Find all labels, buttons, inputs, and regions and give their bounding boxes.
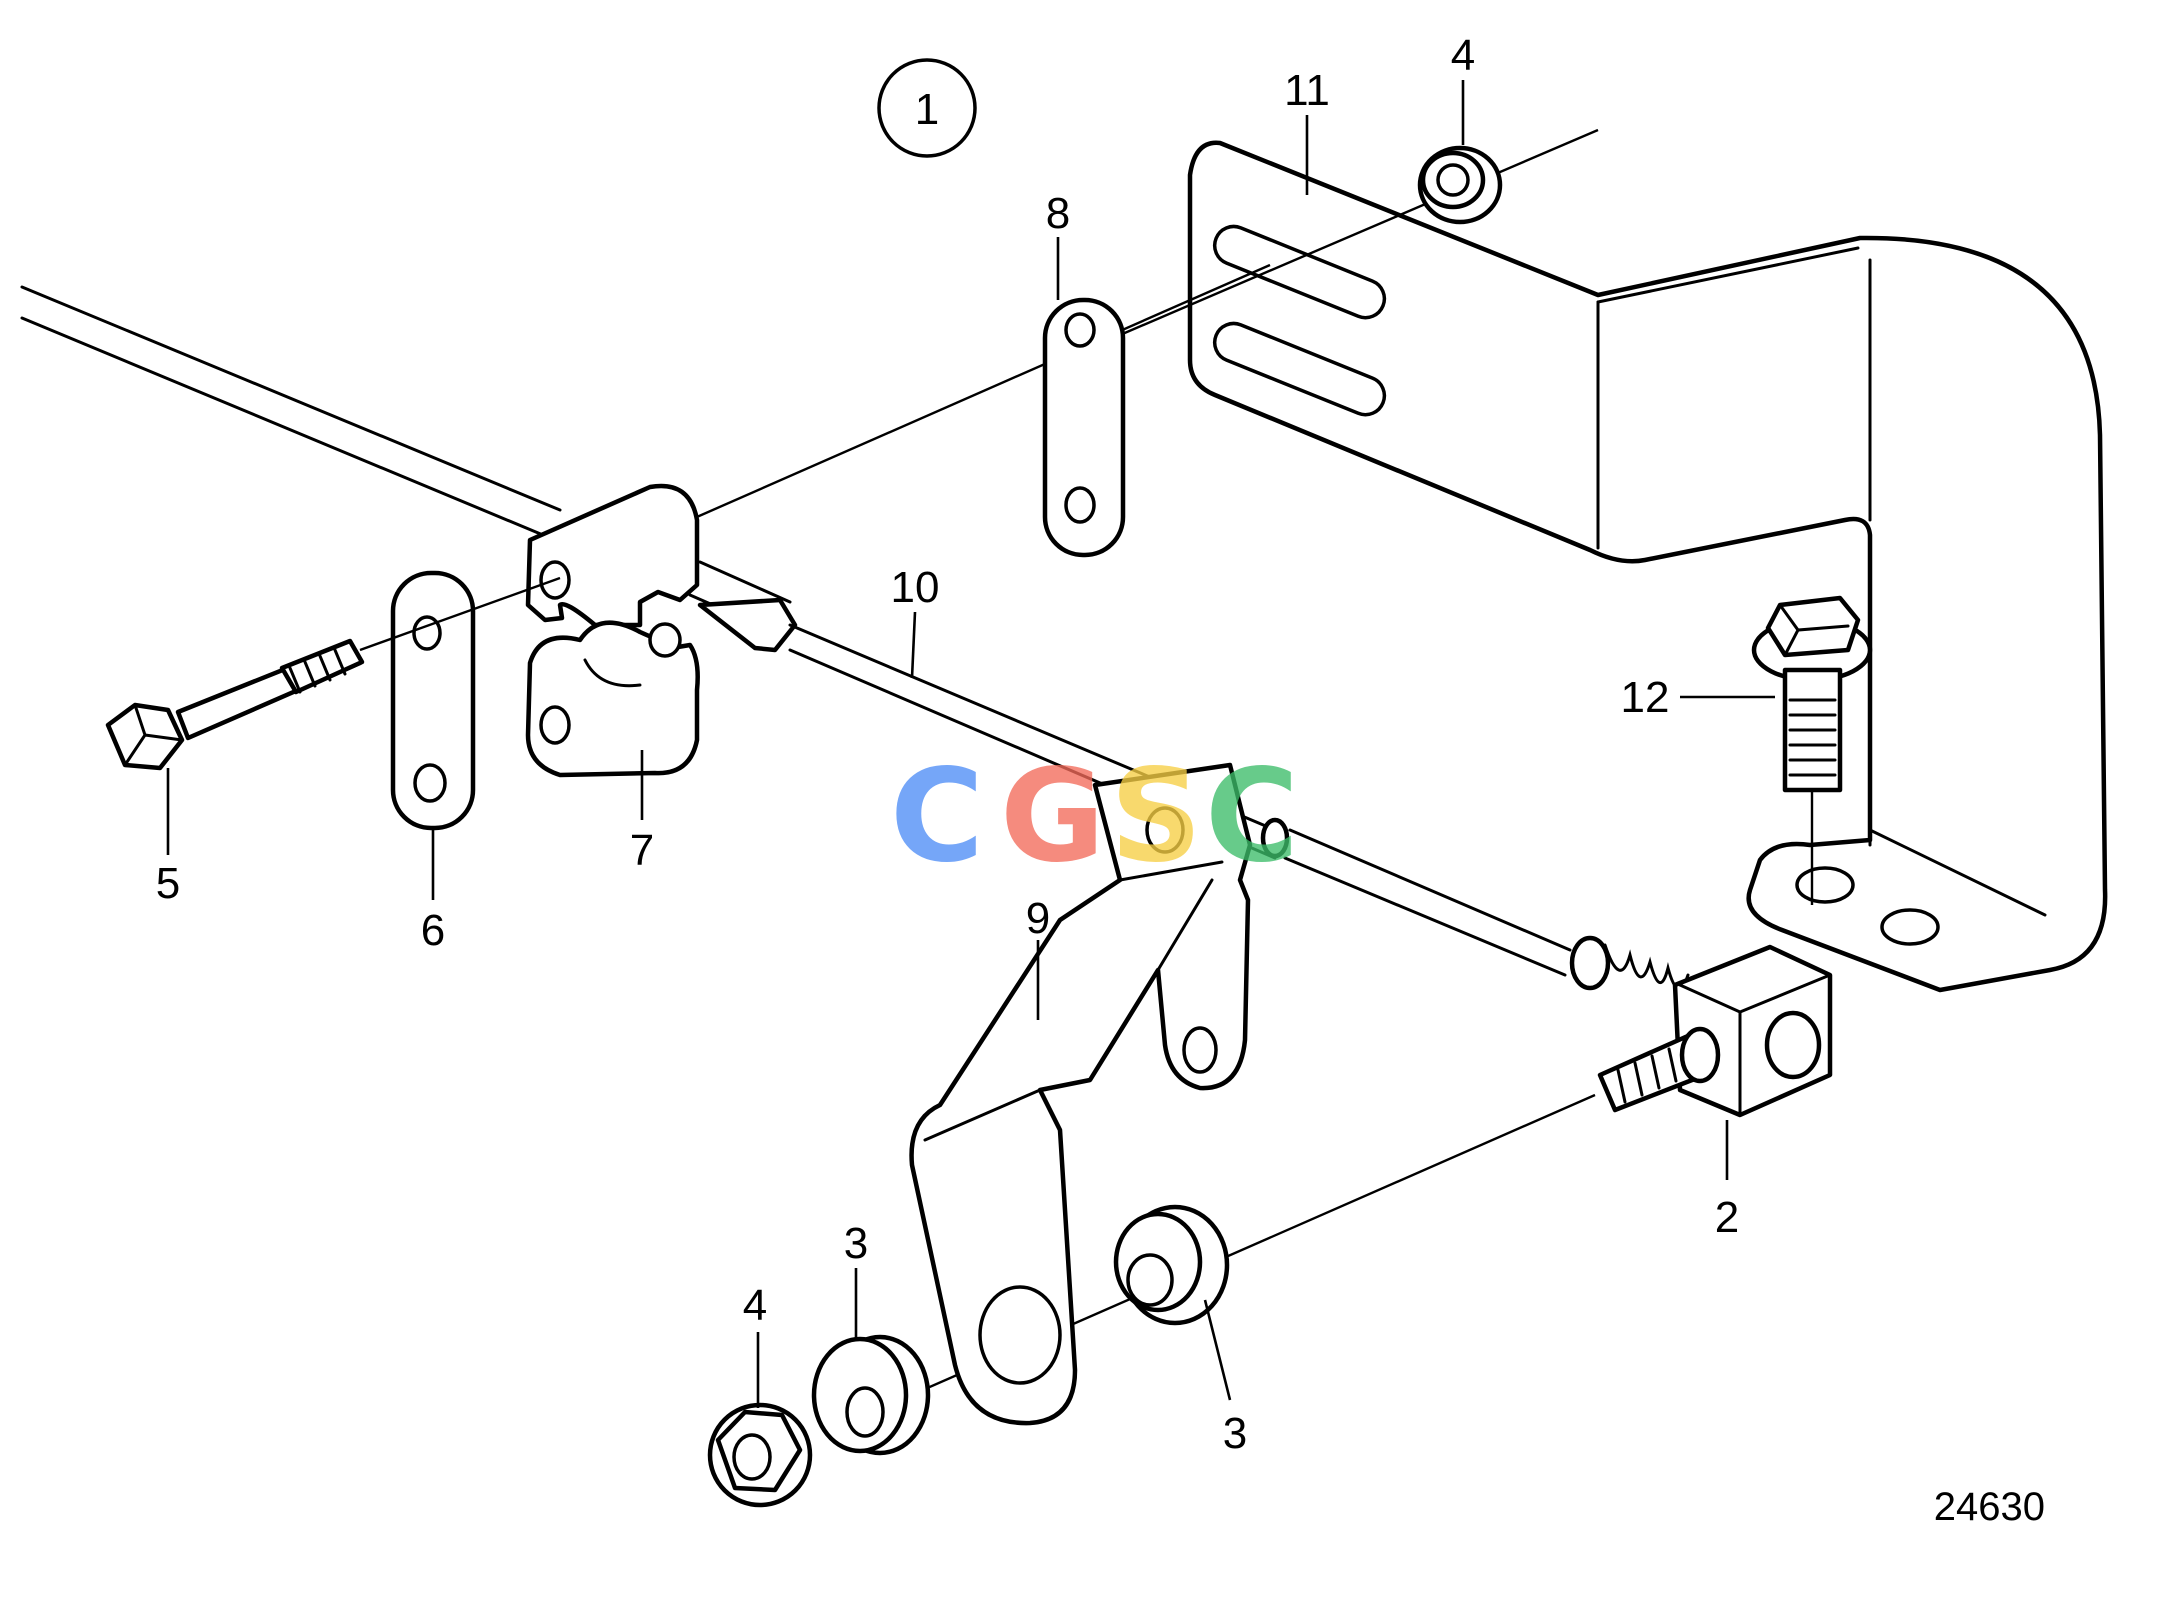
bolt-part-5 <box>105 576 561 771</box>
adjuster-part-2 <box>1569 935 1833 1118</box>
callout-part-8: 8 <box>1046 189 1070 238</box>
watermark-letter-1: C <box>890 742 984 891</box>
callout-part-2: 2 <box>1715 1193 1739 1242</box>
callout-part-5: 5 <box>156 859 180 908</box>
washer-part-3-lower <box>811 1334 931 1456</box>
flange-nut-part-4-upper <box>1417 145 1503 225</box>
cable-rod <box>20 285 792 632</box>
callout-part-12: 12 <box>1621 673 1670 722</box>
callout-labels: 4 11 8 10 12 9 2 3 3 4 5 6 7 <box>156 31 1739 1458</box>
callout-part-10: 10 <box>891 563 940 612</box>
link-plate-part-8 <box>1042 297 1126 558</box>
bushing-part-3-upper <box>1113 1204 1230 1326</box>
callout-part-7: 7 <box>630 826 654 875</box>
lever-part-9 <box>909 762 1253 1426</box>
watermark-letter-4: C <box>1205 742 1299 891</box>
group-marker: 1 <box>877 58 977 158</box>
watermark-letter-3: S <box>1110 742 1202 891</box>
callout-part-4-lower: 4 <box>743 1281 767 1330</box>
link-plate-part-6 <box>390 570 476 831</box>
bracket-part-11 <box>1187 140 2108 993</box>
split-clamp-part-7 <box>525 483 700 778</box>
callout-part-6: 6 <box>421 906 445 955</box>
flange-bolt-part-12 <box>1751 595 1873 905</box>
watermark-logo: C G S C <box>890 742 1299 891</box>
callout-part-3-lower: 3 <box>1223 1409 1247 1458</box>
group-marker-number: 1 <box>915 85 939 134</box>
leader-lines <box>166 80 1775 1408</box>
watermark-letter-2: G <box>1000 742 1105 891</box>
callout-part-11: 11 <box>1284 66 1330 115</box>
callout-part-9: 9 <box>1026 894 1050 943</box>
callout-part-3-upper: 3 <box>844 1219 868 1268</box>
callout-part-4-upper: 4 <box>1451 31 1475 80</box>
figure-number: 24630 <box>1934 1485 2045 1529</box>
flange-nut-part-4-lower <box>707 1402 813 1508</box>
